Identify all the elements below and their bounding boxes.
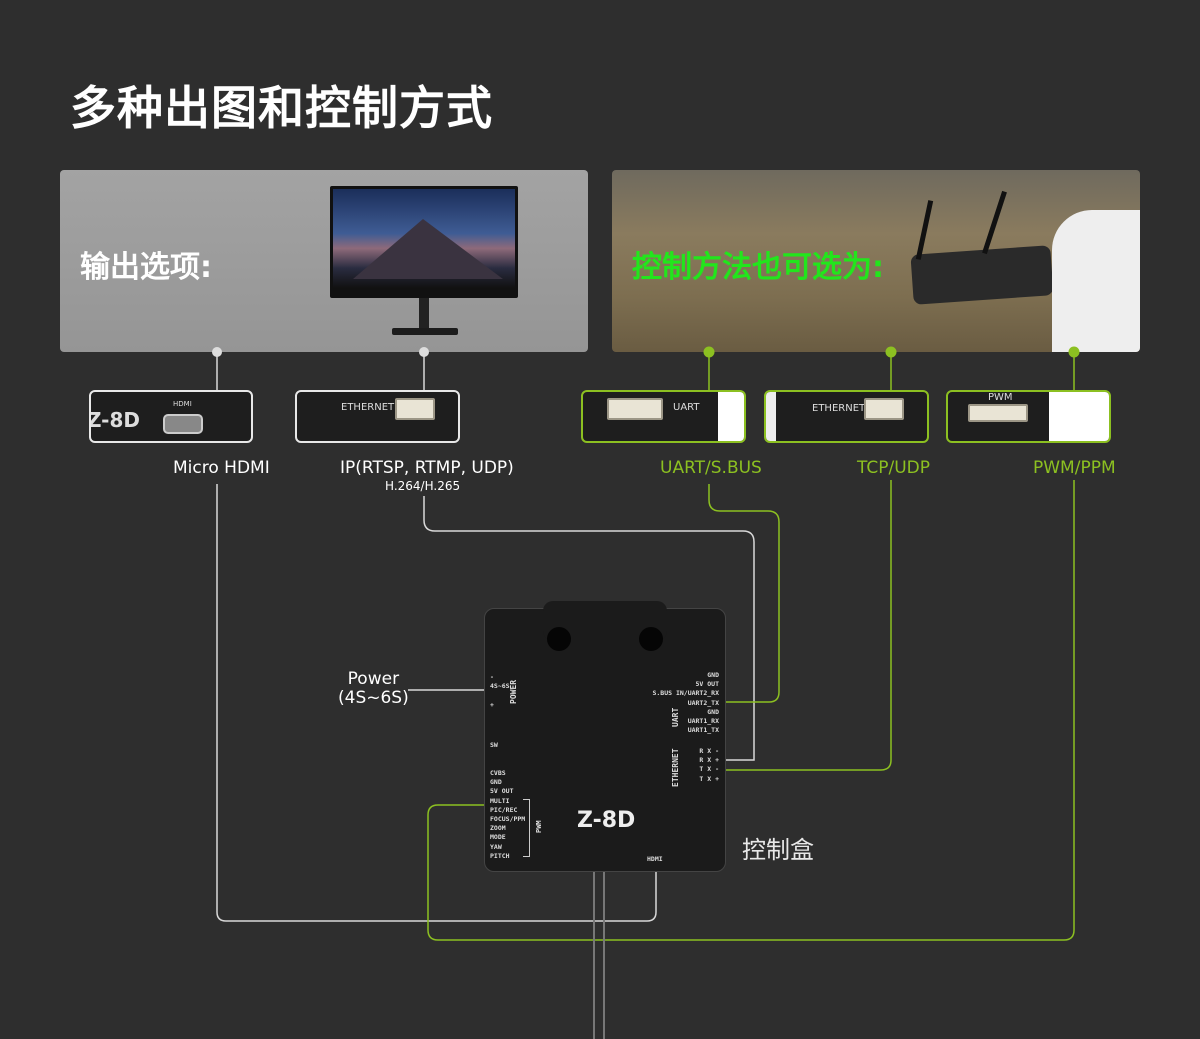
thumb-label: ETHERNET [341,402,395,413]
connector-icon [607,398,663,420]
thumb-label: ETHERNET [812,403,866,414]
power-label: Power (4S~6S) [338,670,409,708]
caption-uart: UART/S.BUS [660,458,762,478]
caption-ip: IP(RTSP, RTMP, UDP) [340,458,514,478]
sw-label: SW [490,741,498,749]
mount-hole [547,627,571,651]
control-box: - 4S~6S + POWER SW CVBS GND 5V OUT MULTI… [484,601,726,872]
line-ip [423,496,755,761]
control-box-label: 控制盒 [742,836,814,864]
thumb-edge [1049,392,1109,441]
power-range: (4S~6S) [338,688,409,708]
pwm-bracket [523,799,530,857]
line-hdmi [216,484,657,922]
pwm-title: PWM [535,820,543,833]
mount-hole [639,627,663,651]
monitor-base [392,328,458,335]
device-name: Z-8D [577,808,636,833]
thumb-brand: Z-8D [89,408,140,432]
caption-tcp: TCP/UDP [857,458,931,478]
connector-icon [395,398,435,420]
caption-pwm: PWM/PPM [1033,458,1116,478]
uart-title: UART [671,707,680,727]
line-uart [708,484,780,703]
caption-codec: H.264/H.265 [385,479,461,493]
dot-hdmi [212,347,222,357]
thumb-label: PWM [988,392,1013,403]
monitor-image [330,186,518,298]
ethernet-control-thumbnail: ETHERNET [764,390,929,443]
ethernet-port-thumbnail: ETHERNET [295,390,460,443]
caption-micro-hdmi: Micro HDMI [173,458,270,478]
thumb-label: HDMI [173,400,192,408]
dot-pwm [1068,346,1080,358]
cable [593,870,605,1039]
power-text: Power [347,669,400,689]
dot-tcp [885,346,897,358]
power-pins: - 4S~6S + [490,673,510,709]
page-title: 多种出图和控制方式 [70,81,493,135]
monitor-stand [419,298,429,328]
line-tcp [722,480,892,771]
person-arm [1052,210,1140,352]
thumb-label: UART [673,402,700,413]
hdmi-port-thumbnail: Z-8D HDMI [89,390,253,443]
connector-icon [968,404,1028,422]
thumb-edge [766,392,776,441]
ethernet-title: ETHERNET [671,748,680,787]
connector-icon [864,398,904,420]
control-options-photo: 控制方法也可选为: [612,170,1140,352]
power-title: POWER [509,679,518,704]
ethernet-pin-labels: R X - R X + T X - T X + [699,747,719,783]
micro-hdmi-port-icon [163,414,203,434]
output-options-label: 输出选项: [80,250,212,285]
dot-uart [703,346,715,358]
control-options-label: 控制方法也可选为: [632,250,884,285]
hdmi-label: HDMI [647,855,663,863]
left-pin-labels: CVBS GND 5V OUT MULTI PIC/REC FOCUS/PPM … [490,769,526,860]
uart-pin-labels: GND 5V OUT S.BUS IN/UART2_RX UART2_TX GN… [652,671,719,735]
pwm-port-thumbnail: PWM [946,390,1111,443]
uart-port-thumbnail: UART [581,390,746,443]
thumb-edge [718,392,744,441]
dot-eth [419,347,429,357]
line-pwm [427,480,1075,941]
